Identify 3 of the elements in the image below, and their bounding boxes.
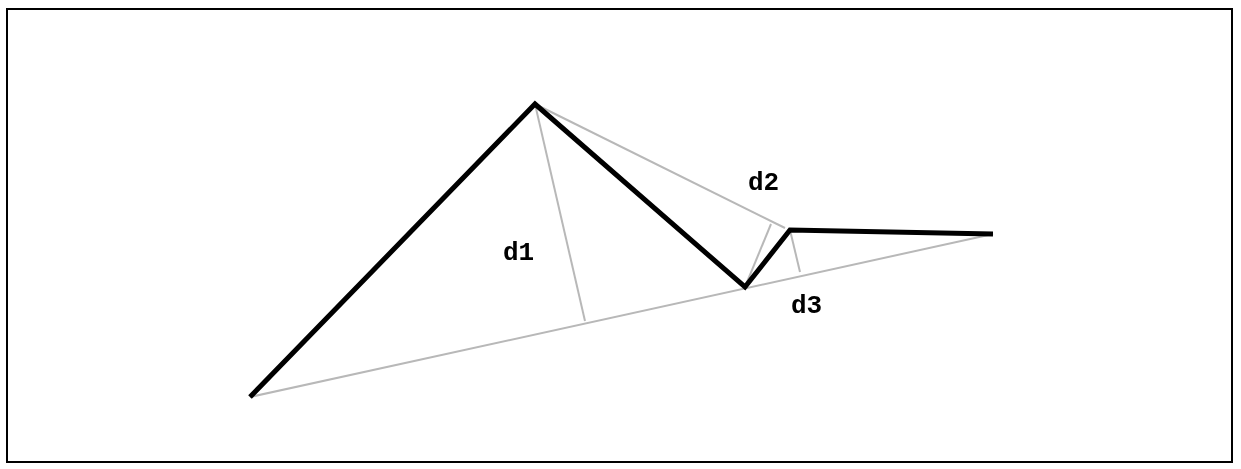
distance-label: d1 <box>503 240 535 266</box>
distance-label: d3 <box>791 293 823 319</box>
distance-label: d2 <box>748 170 780 196</box>
